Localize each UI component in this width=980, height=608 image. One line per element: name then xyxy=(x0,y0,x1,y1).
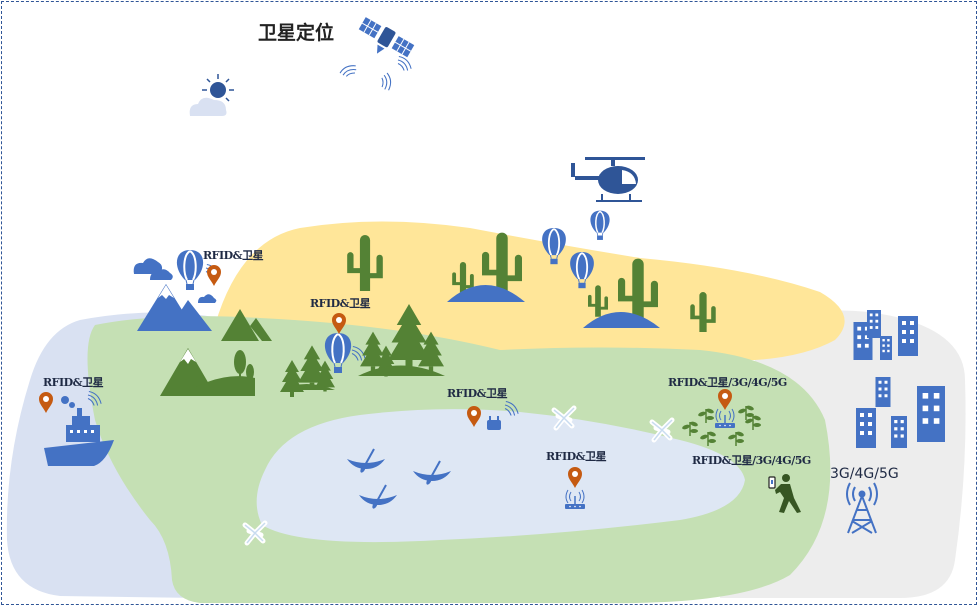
location-pin-icon xyxy=(207,265,221,286)
label-forest-rfid-satellite: RFID&卫星 xyxy=(310,297,371,310)
cloud-icon xyxy=(189,97,227,116)
hot-air-balloon-icon xyxy=(589,209,611,241)
ship-icon xyxy=(44,396,114,466)
forest-icon xyxy=(280,304,445,397)
cell-tower-icon xyxy=(846,482,878,534)
helicopter-icon xyxy=(571,157,645,202)
snow-mountain-icon xyxy=(137,284,212,331)
desert-region xyxy=(215,221,845,361)
sun-icon xyxy=(202,74,234,106)
label-cell-network: 3G/4G/5G xyxy=(830,466,899,482)
cloud-icon xyxy=(198,294,217,303)
page-title: 卫星定位 xyxy=(258,21,334,44)
signal-waves-icon xyxy=(339,61,358,80)
label-router-rfid-satellite: RFID&卫星 xyxy=(546,450,607,463)
lake-region xyxy=(256,409,745,543)
label-lake-sensor-rfid-satellite: RFID&卫星 xyxy=(447,387,508,400)
signal-waves-icon xyxy=(376,71,397,93)
label-person-rfid-satellite-network: RFID&卫星/3G/4G/5G xyxy=(692,454,811,467)
label-balloon-rfid-satellite: RFID&卫星 xyxy=(203,249,264,262)
mountain-hills-icon xyxy=(160,348,255,396)
signal-waves-icon xyxy=(397,55,412,72)
satellite-icon xyxy=(358,17,415,58)
mountain-icon xyxy=(221,309,272,341)
water-sensor-icon xyxy=(487,416,501,430)
hot-air-balloon-icon xyxy=(175,249,205,291)
dune-icon xyxy=(447,285,660,328)
label-ship-rfid-satellite: RFID&卫星 xyxy=(43,376,104,389)
cloud-icon xyxy=(133,258,163,274)
cloud-icon xyxy=(150,269,173,280)
person-with-phone-icon xyxy=(768,474,801,513)
label-farm-rfid-satellite-network: RFID&卫星/3G/4G/5G xyxy=(668,376,787,389)
